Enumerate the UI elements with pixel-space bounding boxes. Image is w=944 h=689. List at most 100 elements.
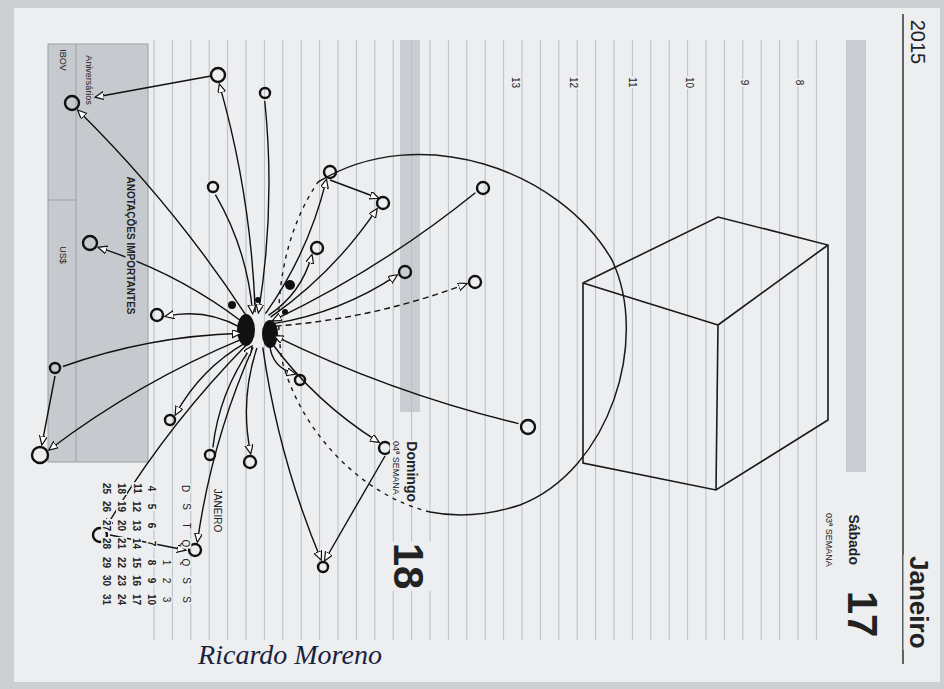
- ruled-line: [761, 40, 762, 640]
- calendar-day: 12: [132, 500, 143, 513]
- calendar-day: 11: [131, 482, 142, 495]
- calendar-day: 19: [117, 500, 128, 513]
- sketch-circle: [165, 415, 175, 425]
- sketch-arrow: [78, 111, 246, 316]
- calendar-day: 4: [147, 484, 158, 492]
- sketch-arrow: [197, 347, 253, 541]
- sketch-arrow: [263, 347, 321, 559]
- day-header-bar: [400, 40, 420, 412]
- calendar-day: 21: [117, 537, 128, 550]
- sketch-arrow: [42, 376, 55, 444]
- sketch-circle: [83, 236, 97, 250]
- sketch-circle: [50, 363, 60, 373]
- ruled-line: [595, 40, 596, 640]
- hour-mark: 12: [569, 75, 580, 88]
- sketch-arrow: [96, 76, 211, 97]
- calendar-day: 23: [117, 574, 128, 587]
- calendar-day: 28: [102, 537, 113, 550]
- hour-mark: 8: [795, 78, 806, 86]
- sketch-arrow: [276, 284, 467, 326]
- calendar-day: 10: [147, 592, 158, 605]
- year: 2015: [907, 19, 929, 66]
- sketch-arrow: [325, 456, 385, 560]
- calendar-weekday: D: [180, 483, 191, 492]
- ruled-line: [614, 40, 615, 640]
- calendar-day: 27: [102, 518, 113, 531]
- calendar-day: 25: [102, 481, 113, 494]
- sketch-circle: [324, 166, 336, 178]
- calendar-day: 5: [147, 503, 158, 511]
- sketch-circle: [377, 197, 389, 209]
- sketch-circle: [521, 420, 535, 434]
- calendar-day: 14: [132, 537, 143, 550]
- ruled-line: [356, 40, 357, 640]
- notes-panel: [48, 44, 148, 462]
- sketch-arrow: [220, 85, 256, 312]
- paper-page: [14, 8, 940, 682]
- ruled-line: [798, 40, 799, 640]
- ruled-line: [466, 40, 467, 640]
- week-number: 04ª SEMANA: [390, 440, 400, 496]
- ruled-line: [540, 40, 541, 640]
- calendar-day: 13: [132, 518, 143, 531]
- month-name: Janeiro: [904, 555, 933, 650]
- ruled-line: [522, 40, 523, 640]
- central-dot: [228, 301, 236, 309]
- calendar-day: 16: [132, 574, 143, 587]
- panel-heading: US$: [57, 245, 67, 265]
- sketch-arrow: [273, 193, 475, 321]
- calendar-weekday: Q: [181, 557, 192, 567]
- panel-divider: [48, 200, 76, 201]
- ruled-line: [650, 40, 651, 640]
- ruled-line: [816, 40, 817, 640]
- ruled-line: [209, 40, 210, 640]
- day-header-bar: [846, 40, 866, 472]
- sketch-circle: [311, 242, 323, 254]
- ruled-line: [338, 40, 339, 640]
- ruled-line: [374, 40, 375, 640]
- calendar-day: 3: [162, 595, 173, 603]
- ruled-line: [558, 40, 559, 640]
- panel-heading: Aniversários: [83, 54, 93, 106]
- ruled-line: [301, 40, 302, 640]
- sketch-circle: [244, 456, 256, 468]
- hour-mark: 9: [740, 78, 751, 86]
- calendar-day: 31: [102, 592, 113, 605]
- calendar-day: 9: [147, 577, 158, 585]
- ruled-line: [742, 40, 743, 640]
- ruled-line: [687, 40, 688, 640]
- sketch-arrow: [269, 255, 312, 315]
- sketch-circle: [211, 68, 225, 82]
- calendar-day: 30: [102, 574, 113, 587]
- ruled-line: [154, 40, 155, 640]
- weekday: Sábado: [845, 514, 860, 567]
- calendar-day: 2: [162, 577, 173, 585]
- sketch-circle: [477, 182, 489, 194]
- cube-sketch: [583, 217, 828, 490]
- panel-divider: [76, 44, 77, 462]
- sketch-arrow: [271, 342, 378, 442]
- ruled-line: [485, 40, 486, 640]
- cube-outline: [583, 217, 828, 490]
- calendar-day: 1: [162, 558, 173, 566]
- ruled-line: [724, 40, 725, 640]
- sketch-arrow: [215, 195, 252, 313]
- hour-mark: 11: [626, 76, 637, 88]
- day-number: 18: [385, 542, 431, 591]
- calendar-day: 18: [117, 481, 128, 494]
- calendar-weekday: S: [180, 595, 191, 604]
- sketch-arrow: [176, 343, 246, 414]
- sketch-circle: [205, 450, 215, 460]
- ruled-line: [706, 40, 707, 640]
- weekday: Domingo: [403, 441, 418, 504]
- sketch-circle: [260, 88, 270, 98]
- sketch-arrow: [259, 101, 269, 312]
- calendar-weekday: S: [180, 502, 191, 511]
- panel-heading: IBOV: [57, 48, 67, 72]
- ruled-line: [779, 40, 780, 640]
- calendar-weekday: Q: [181, 539, 192, 549]
- sketch-arrow: [270, 344, 295, 374]
- sketch-arrow: [275, 275, 397, 323]
- week-number: 03ª SEMANA: [823, 512, 833, 568]
- calendar-day: 24: [117, 592, 128, 605]
